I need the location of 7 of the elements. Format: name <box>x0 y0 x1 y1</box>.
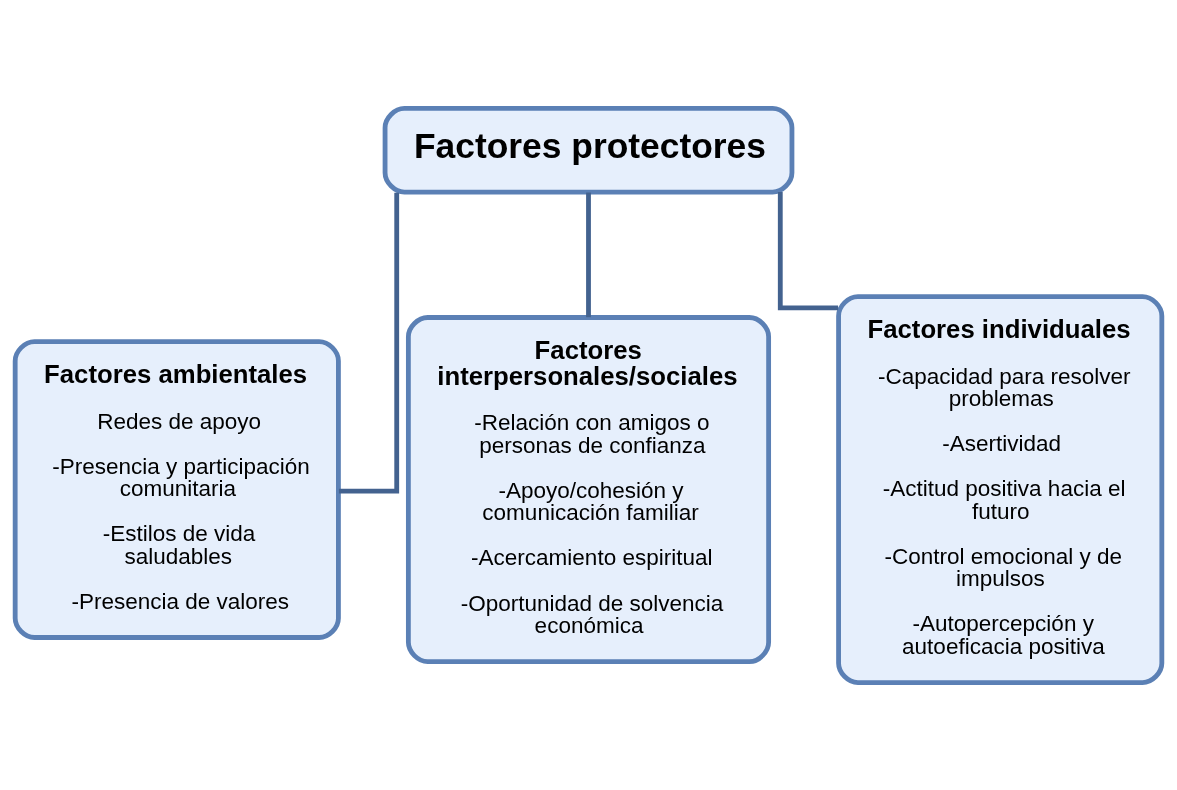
node-box: Factores protectores <box>382 105 795 194</box>
connector <box>338 192 400 494</box>
node-box: Factores interpersonales/sociales -Relación con amigos o personas de confianza -Apoyo/cohesión y comunicación familiar -Acercamiento espiritual -Oportunidad de solvencia económica <box>405 314 772 664</box>
node-box: Factores ambientales Redes de apoyo -Presencia y participación comunitaria -Estilos de vida saludables -Presencia de valores <box>12 338 341 640</box>
connector <box>777 191 839 310</box>
node-box: Factores individuales -Capacidad para resolver problemas -Asertividad -Actitud positiva hacia el futuro -Control emocional y de impulsos -Autopercepción y autoeficacia positiva <box>836 293 1165 685</box>
connector <box>586 192 591 317</box>
